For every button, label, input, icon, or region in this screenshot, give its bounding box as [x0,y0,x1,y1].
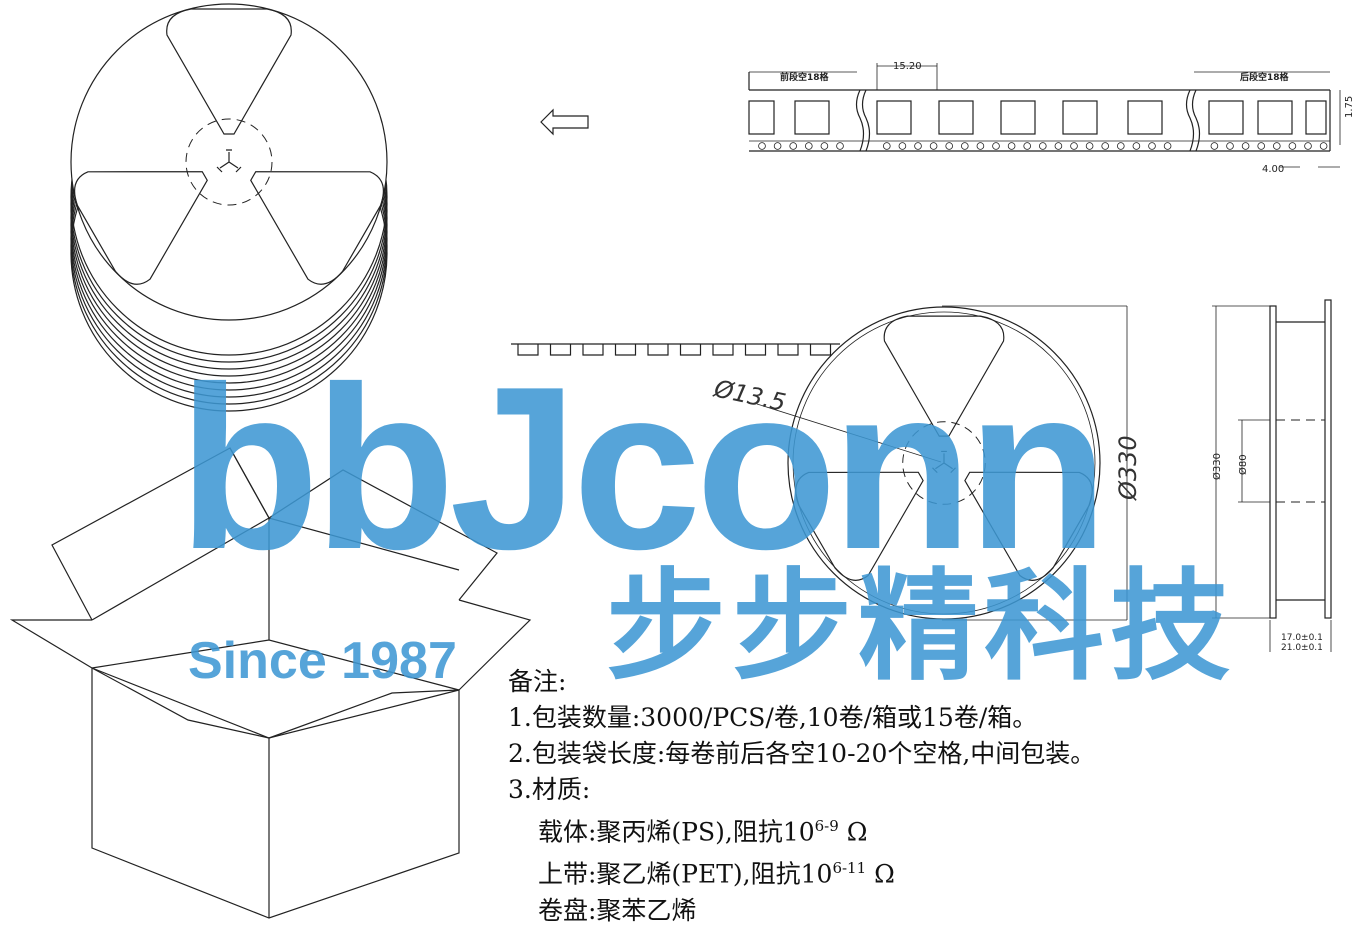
sprocket-hole [1304,142,1312,150]
small-tape-pocket [549,344,572,356]
bbjconn-watermark: bbJconn Since 1987 步步精科技 [178,339,1236,697]
tape-pocket [1305,100,1327,135]
small-tape-pocket [777,344,799,356]
small-tape-pocket [744,344,767,356]
sprocket-hole [1023,142,1031,150]
hole-pitch-dimension: 4.00 [1262,164,1284,175]
tape-edge-dimension: 1.75 [1344,96,1355,118]
tape-pocket [876,100,912,135]
sprocket-hole [1117,142,1125,150]
sprocket-hole [1163,142,1172,150]
small-tape-pocket [679,344,702,356]
sprocket-hole [1210,142,1219,150]
tape-pocket [1208,100,1244,135]
sprocket-hole [1070,142,1078,150]
packaging-notes: 备注: 1.包装数量:3000/PCS/卷,10卷/箱或15卷/箱。 2.包装袋… [508,664,1095,929]
tape-pocket [1062,100,1098,135]
sprocket-hole [820,142,829,150]
small-tape-pocket [517,344,539,356]
sprocket-hole [898,142,907,150]
side-outer-diameter: Ø330 [1211,453,1223,480]
reel-width-dimension: 17.0±0.1 [1281,633,1323,643]
sprocket-hole [836,142,844,150]
tape-pocket [794,100,830,135]
reel-front-view [756,305,1128,621]
small-tape-pocket [582,344,604,356]
sprocket-hole [1101,142,1109,150]
sprocket-hole [1273,142,1281,150]
sprocket-hole [914,142,922,150]
sprocket-hole [976,142,985,150]
tape-pocket-row [511,343,840,356]
note-cover-tape-material: 上带:聚乙烯(PET),阻抗106-11 Ω [538,859,895,889]
sprocket-hole [1085,142,1094,150]
reel-total-width-dimension: 21.0±0.1 [1281,643,1323,653]
reel-diameter-dimension: Ø330 [1114,435,1142,501]
sprocket-hole [1257,142,1265,150]
notes-heading: 备注: [508,667,567,696]
side-hub-diameter: Ø80 [1237,454,1249,475]
sprocket-hole [945,142,953,150]
trail-empty-label: 后段空18格 [1240,71,1290,83]
sprocket-hole [1039,142,1047,150]
sprocket-hole [1148,142,1156,150]
sprocket-hole [773,142,782,150]
sprocket-hole [1241,142,1250,150]
svg-text:步步精科技: 步步精科技 [606,558,1236,697]
sprocket-hole [1226,142,1234,150]
sprocket-hole [960,142,969,150]
svg-text:bbJconn: bbJconn [178,339,1103,598]
tape-pocket [1257,100,1293,135]
sprocket-hole [804,142,813,150]
sprocket-hole [1054,142,1063,150]
tape-pocket [1000,100,1036,135]
reel-side-view [1212,299,1332,652]
tape-pocket [938,100,974,135]
sprocket-hole [758,142,766,150]
lead-empty-label: 前段空18格 [780,71,830,83]
sprocket-hole [992,142,1000,150]
tape-pocket [748,100,775,135]
pocket-pitch-dimension: 15.20 [893,61,922,72]
small-tape-pocket [647,344,669,356]
reel-stack [64,3,394,412]
small-tape-pocket [614,344,637,356]
sprocket-hole [929,142,938,150]
note-carrier-material: 载体:聚丙烯(PS),阻抗106-9 Ω [538,817,868,847]
sprocket-hole [1007,142,1016,150]
sprocket-hole [789,142,797,150]
carrier-tape-drawing [748,63,1341,168]
note-quantity: 1.包装数量:3000/PCS/卷,10卷/箱或15卷/箱。 [508,703,1038,732]
sprocket-hole [1319,142,1328,150]
svg-text:Since 1987: Since 1987 [188,632,457,690]
sprocket-hole [1132,142,1141,150]
tape-pocket [1127,100,1163,135]
note-reel-material: 卷盘:聚苯乙烯 [538,895,697,925]
note-bag-length: 2.包装袋长度:每卷前后各空10-20个空格,中间包装。 [508,739,1096,768]
sprocket-hole [1288,142,1297,150]
direction-arrow-icon [540,108,589,136]
small-tape-pocket [712,344,734,356]
sprocket-hole [882,142,891,150]
note-material-heading: 3.材质: [508,775,591,804]
small-tape-pocket [809,344,832,356]
shipping-box [9,447,532,919]
